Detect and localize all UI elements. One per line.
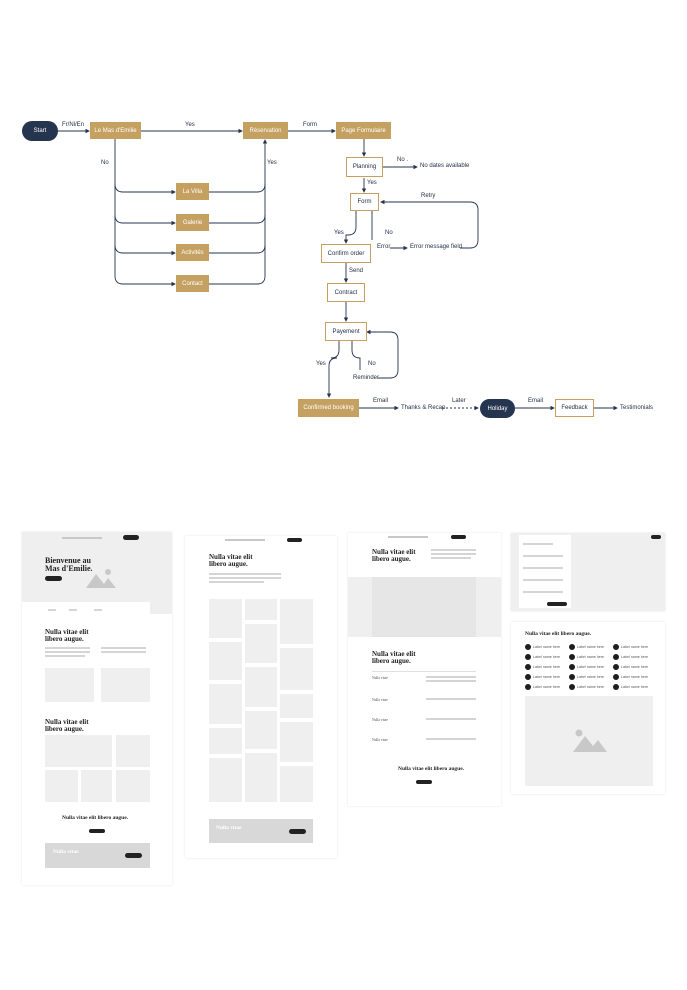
feature-label: Label name here: [577, 685, 604, 689]
feature-label: Label name here: [577, 655, 604, 659]
edge-label-no-payement: No: [368, 361, 376, 367]
home-wireframe: Bienvenue au Mas d'Emilie. Nulla vitae e…: [22, 532, 172, 885]
banner-button[interactable]: [289, 829, 306, 834]
activites-node: Activités: [176, 244, 209, 261]
gallery-placeholder: [81, 770, 112, 802]
villa-image-icon: [573, 729, 607, 752]
feedback-node: Feedback: [555, 399, 594, 417]
page-form-node: Page Formulaire: [336, 122, 391, 139]
mas-node: Le Mas d'Emilie: [90, 122, 141, 139]
gallery-placeholder: [45, 735, 112, 767]
feature-label: Label name here: [533, 655, 560, 659]
feature-label: Label name here: [533, 675, 560, 679]
feature-label: Label name here: [621, 685, 648, 689]
edge-label-yes-form: Yes: [334, 230, 344, 236]
banner-button[interactable]: [125, 853, 142, 858]
feature-label: Label name here: [577, 665, 604, 669]
feature-label: Label name here: [621, 675, 648, 679]
home-cta-title: Nulla vitae elit libero augue.: [62, 815, 129, 821]
activity-row-label: Nulla vitae: [372, 738, 388, 742]
thanks-recap-label: Thanks & Recap: [401, 405, 446, 411]
gallery-title: Nulla vitae elit libero augue.: [209, 553, 253, 569]
activities-title: Nulla vitae elit libero augue.: [372, 548, 416, 564]
hero-title: Bienvenue au Mas d'Emilie.: [45, 556, 93, 574]
edge-label-email-1: Email: [373, 398, 389, 404]
edge-label-email-2: Email: [528, 398, 544, 404]
villa-wireframe: Nulla vitae elit libero augue. Label nam…: [511, 622, 665, 794]
testimonials-label: Testimonials: [620, 405, 654, 411]
book-button[interactable]: [651, 535, 661, 539]
villa-title: Nulla vitae elit libero augue.: [525, 631, 592, 637]
confirm-order-node: Confirm order: [321, 244, 371, 263]
la-villa-node: La Villa: [176, 183, 209, 200]
booking-form-wireframe: [511, 533, 665, 611]
planning-node: Planning: [346, 157, 383, 177]
activity-row-label: Nulla vitae: [372, 698, 388, 702]
edge-label-form: Form: [303, 122, 317, 128]
gallery-placeholder: [45, 770, 78, 802]
image-placeholder: [101, 668, 150, 702]
error-label: Error: [377, 244, 391, 250]
hero-cta-button[interactable]: [45, 576, 62, 581]
feature-label: Label name here: [621, 645, 648, 649]
activities-title-2: Nulla vitae elit libero augue.: [372, 650, 416, 666]
edge-label-later: Later: [452, 398, 466, 404]
start-node: Start: [22, 121, 58, 141]
edge-label-no: No: [101, 160, 109, 166]
activities-wireframe: Nulla vitae elit libero augue. Nulla vit…: [348, 533, 501, 806]
edge-label-no-planning: No .: [397, 157, 409, 163]
book-button[interactable]: [451, 535, 466, 539]
image-placeholder: [45, 668, 94, 702]
cta-button[interactable]: [89, 829, 105, 833]
edge-label-send: Send: [349, 268, 364, 274]
edge-label-yes: Yes: [185, 122, 195, 128]
feature-label: Label name here: [577, 675, 604, 679]
edge-label-retry: Retry: [421, 193, 436, 199]
book-button[interactable]: [123, 535, 139, 540]
no-dates-label: No dates available: [420, 163, 470, 169]
feature-label: Label name here: [577, 645, 604, 649]
edge-label-yes-payement: Yes: [316, 361, 326, 367]
gallery-wireframe: Nulla vitae elit libero augue. Nulla vit…: [185, 536, 337, 858]
reminder-label: Reminder: [353, 375, 380, 381]
edge-label-yes-planning: Yes: [367, 180, 377, 186]
holiday-node: Holiday: [480, 399, 515, 418]
book-button[interactable]: [287, 538, 302, 542]
galerie-node: Galerie: [176, 214, 209, 231]
activities-cta-title: Nulla vitae elit libero augue.: [398, 766, 465, 772]
form-panel: [519, 535, 571, 608]
form-node: Form: [350, 193, 379, 211]
hero-section: [22, 532, 172, 602]
gallery-placeholder: [116, 735, 150, 767]
feature-label: Label name here: [533, 645, 560, 649]
flowchart-connectors: [57, 128, 618, 411]
feature-label: Label name here: [533, 685, 560, 689]
banner-title: Nulla vitae: [53, 849, 79, 855]
cta-button[interactable]: [416, 780, 432, 784]
edge-label-lang: Fr/Nl/En: [62, 122, 85, 128]
edge-label-no-form: No: [385, 230, 393, 236]
gallery-banner-title: Nulla vitae: [216, 825, 242, 831]
submit-button[interactable]: [547, 602, 567, 606]
feature-label: Label name here: [533, 665, 560, 669]
contract-node: Contract: [327, 283, 365, 302]
gallery-placeholder: [116, 770, 150, 802]
home-section-title-2: Nulla vitae elit libero augue.: [45, 718, 89, 734]
activity-row-label: Nulla vitae: [372, 676, 388, 680]
feature-label: Label name here: [621, 665, 648, 669]
reservation-node: Réservation: [243, 122, 288, 139]
activity-row-label: Nulla vitae: [372, 718, 388, 722]
payement-node: Payement: [325, 322, 367, 341]
home-section-title: Nulla vitae elit libero augue.: [45, 628, 89, 644]
confirmed-booking-node: Confirmed booking: [298, 399, 359, 417]
edge-label-yes-right: Yes: [267, 160, 277, 166]
error-message-label: Error message field: [410, 244, 463, 250]
contact-node: Contact: [176, 275, 209, 292]
hero-image-icon: [86, 569, 116, 588]
booking-flowchart: Start Le Mas d'Emilie Réservation Page F…: [0, 0, 687, 440]
feature-label: Label name here: [621, 655, 648, 659]
